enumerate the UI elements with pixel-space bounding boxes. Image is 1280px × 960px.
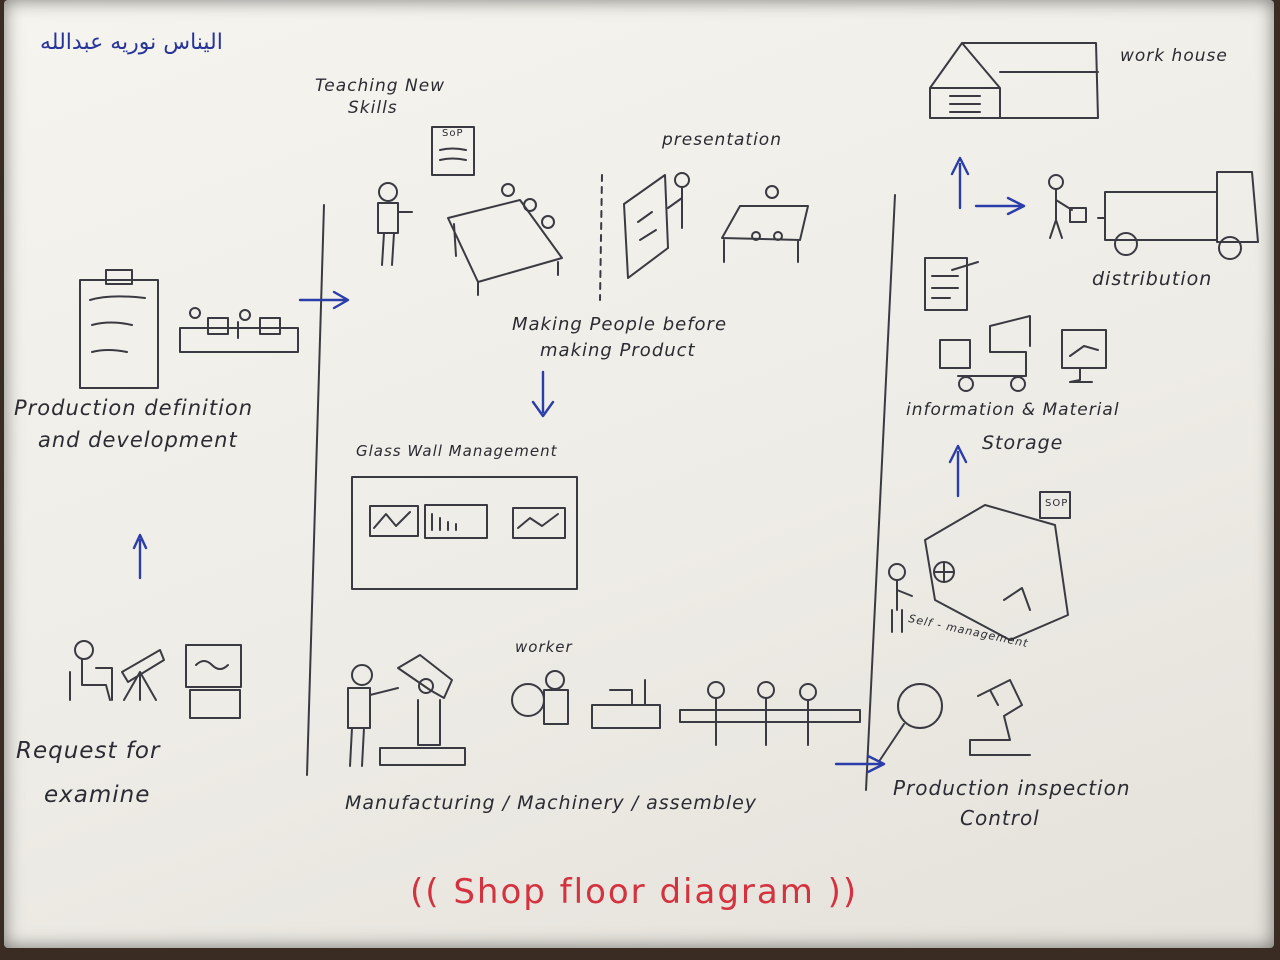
delivery-truck-icon (1097, 171, 1259, 260)
sop-sheet-icon (431, 126, 475, 176)
label-inspection-2: Control (960, 806, 1040, 830)
presentation-board-icon (623, 172, 690, 279)
author-signature: اليناس نوريه عبدالله (40, 30, 223, 55)
sop-badge-right: SOP (1045, 498, 1069, 509)
machinery-icon (379, 654, 466, 766)
inspection-machine-icon (924, 491, 1071, 641)
label-worker: worker (515, 638, 573, 656)
arrow-right-product (298, 290, 350, 310)
label-teaching-1: Teaching New (315, 76, 446, 96)
machine-operator-icon (347, 664, 399, 767)
label-request-2: examine (44, 782, 151, 808)
sop-badge-left: SoP (442, 128, 464, 139)
microscope-icon (969, 679, 1031, 756)
monitor-chart-icon (1061, 329, 1107, 383)
arrow-right-distribution (974, 196, 1026, 216)
diagram-title: (( Shop floor diagram )) (410, 872, 859, 912)
gear-worker-icon (511, 670, 569, 725)
label-product-definition-1: Production definition (14, 396, 254, 420)
divider-left (306, 204, 325, 776)
label-request-1: Request for (16, 738, 161, 764)
assembly-line-icon (591, 679, 861, 746)
divider-right (865, 194, 896, 791)
self-management-worker-icon (888, 563, 913, 633)
classroom-table-icon (447, 183, 563, 296)
label-workhouse: work house (1120, 46, 1228, 66)
label-product-definition-2: and development (38, 428, 238, 452)
label-manufacturing: Manufacturing / Machinery / assembley (345, 792, 758, 814)
document-pen-icon (924, 257, 979, 311)
computer-icon (185, 644, 242, 719)
glass-wall-board (351, 476, 578, 590)
label-inspection-1: Production inspection (893, 776, 1131, 800)
label-info-storage-1: information & Material (906, 400, 1120, 420)
label-making-people-1: Making People before (512, 314, 728, 335)
label-making-people-2: making Product (540, 340, 696, 361)
arrow-right-manufacturing (834, 754, 886, 774)
clipboard-icon (79, 269, 159, 389)
label-distribution: distribution (1092, 268, 1213, 290)
teacher-icon (377, 182, 413, 266)
forklift-icon (939, 315, 1031, 392)
label-presentation: presentation (662, 130, 782, 150)
label-info-storage-2: Storage (982, 432, 1064, 454)
arrow-up-storage (950, 156, 970, 210)
office-desk-icon (179, 307, 299, 353)
meeting-table-icon (721, 185, 809, 263)
paper-sheet (4, 0, 1274, 948)
magnifier-icon (879, 683, 943, 761)
seated-person-icon (69, 640, 113, 701)
arrow-up-machine (948, 444, 968, 498)
label-teaching-2: Skills (348, 98, 398, 118)
label-glass-wall: Glass Wall Management (356, 442, 558, 460)
telescope-icon (121, 649, 165, 701)
divider-dashed (599, 174, 603, 301)
arrow-up-request (132, 533, 148, 580)
delivery-worker-icon (1048, 174, 1087, 239)
arrow-down-making-people (531, 370, 555, 418)
warehouse-icon (929, 42, 1099, 119)
